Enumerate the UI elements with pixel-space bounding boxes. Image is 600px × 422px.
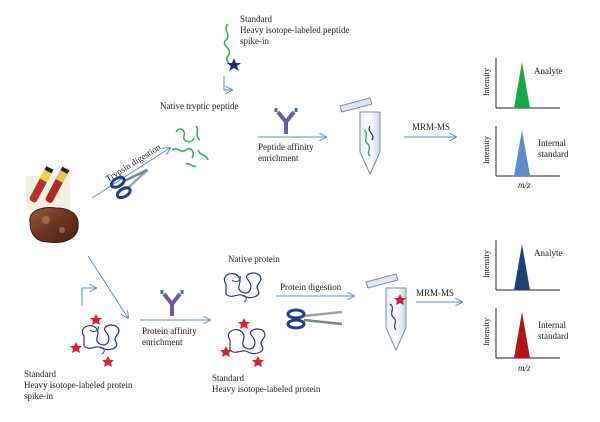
spectrum-analyte-bottom: Intensity Analyte bbox=[482, 240, 563, 291]
top-heavy-peptide-label: Heavy isotope-labeled peptide bbox=[240, 25, 349, 35]
native-protein-icon bbox=[223, 272, 262, 303]
analyte-label-top: Analyte bbox=[534, 66, 563, 76]
tryptic-peptides-icon bbox=[171, 125, 209, 168]
protein-affinity-label-1: Protein affinity bbox=[142, 326, 197, 336]
heavy-protein-mid-icon bbox=[227, 328, 266, 355]
intensity-label-top-1: Intensity bbox=[482, 68, 491, 96]
scissors-icon bbox=[109, 168, 149, 200]
heavy-protein-left-icon bbox=[81, 324, 120, 355]
analyte-label-bottom: Analyte bbox=[534, 248, 563, 258]
top-spike-in-label: spike-in bbox=[240, 36, 269, 46]
bottom-standard-mid-label: Standard bbox=[212, 373, 244, 383]
antibody-icon-top bbox=[274, 108, 298, 134]
mz-label-top: m/z bbox=[518, 180, 531, 190]
internal-label-bottom-2: standard bbox=[538, 331, 569, 341]
native-peptide-label: Native tryptic peptide bbox=[160, 101, 238, 111]
intensity-label-bottom-2: Intensity bbox=[482, 318, 491, 346]
red-star-group-mid bbox=[220, 318, 264, 367]
peptide-affinity-label-1: Peptide affinity bbox=[258, 142, 314, 152]
spectrum-internal-bottom: Intensity Internal standard m/z bbox=[482, 308, 569, 373]
internal-label-bottom-1: Internal bbox=[538, 320, 566, 330]
bottom-heavy-protein-left-label: Heavy isotope-labeled protein bbox=[24, 380, 133, 390]
native-protein-label: Native protein bbox=[228, 254, 280, 264]
spike-in-arrow-bottom bbox=[81, 288, 96, 306]
spectrum-internal-top: Intensity Internal standard m/z bbox=[482, 126, 569, 190]
bottom-heavy-protein-mid-label: Heavy isotope-labeled protein bbox=[212, 384, 321, 394]
blood-tubes bbox=[26, 166, 70, 210]
bottom-spike-in-label: spike-in bbox=[24, 391, 53, 401]
intensity-label-top-2: Intensity bbox=[482, 136, 491, 164]
heavy-peptide-icon bbox=[223, 23, 241, 71]
top-standard-label: Standard bbox=[240, 14, 272, 24]
internal-label-top-1: Internal bbox=[538, 138, 566, 148]
protein-affinity-label-2: enrichment bbox=[142, 337, 183, 347]
tissue-sample bbox=[29, 207, 79, 243]
mrm-label-top: MRM-MS bbox=[412, 122, 450, 132]
tube-icon-bottom bbox=[365, 273, 407, 352]
mrm-label-bottom: MRM-MS bbox=[416, 288, 454, 298]
mz-label-bottom: m/z bbox=[518, 363, 531, 373]
peptide-affinity-label-2: enrichment bbox=[258, 153, 299, 163]
trypsin-arrow bbox=[91, 148, 170, 199]
scissors-icon-bottom bbox=[286, 308, 343, 330]
red-star-group-left bbox=[70, 314, 114, 367]
internal-label-top-2: standard bbox=[538, 149, 569, 159]
bottom-standard-left-label: Standard bbox=[24, 369, 56, 379]
intensity-label-bottom-1: Intensity bbox=[482, 250, 491, 278]
antibody-icon-bottom bbox=[160, 290, 184, 316]
spectrum-analyte-top: Intensity Analyte bbox=[482, 58, 563, 109]
tube-icon-top bbox=[339, 97, 381, 176]
bottom-branch-arrow bbox=[87, 255, 128, 318]
spike-in-arrow-top bbox=[223, 76, 232, 90]
protein-digestion-label: Protein digestion bbox=[280, 282, 342, 292]
